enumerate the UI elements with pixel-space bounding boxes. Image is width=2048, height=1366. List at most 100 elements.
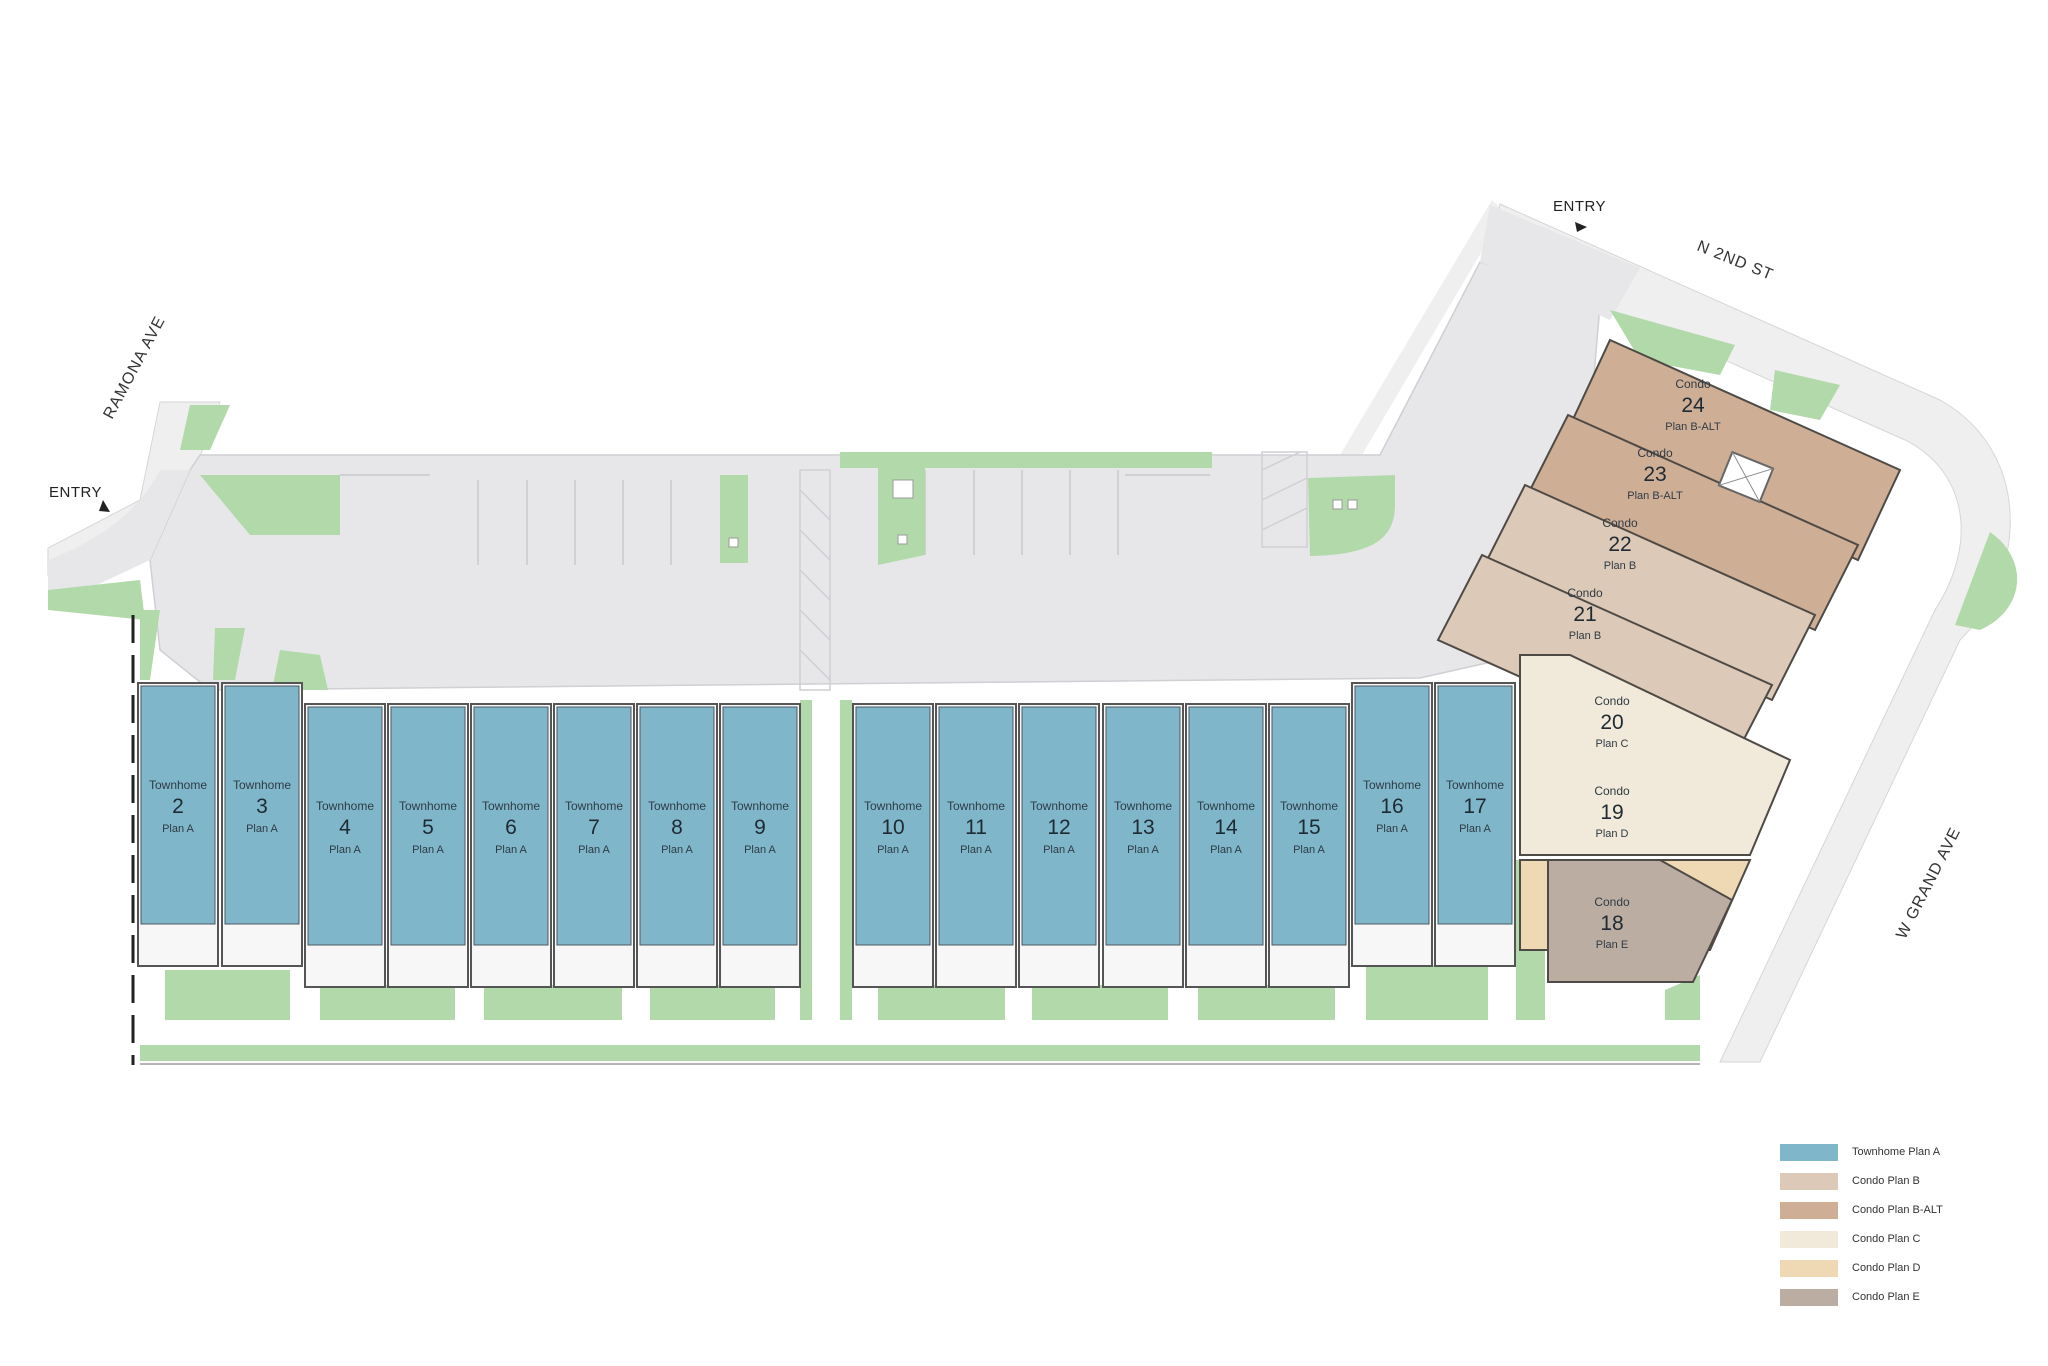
unit-type-label: Condo [1602, 516, 1638, 530]
unit-number: 14 [1214, 816, 1238, 839]
unit-type-label: Townhome [864, 799, 922, 813]
legend-label: Townhome Plan A [1852, 1146, 1941, 1158]
unit-plan-label: Plan A [1459, 823, 1491, 835]
legend: Townhome Plan A Condo Plan B Condo Plan B-… [1780, 1142, 2010, 1316]
legend-swatch [1780, 1259, 1838, 1277]
sidewalk [1340, 200, 1505, 465]
unit-plan-label: Plan A [412, 844, 444, 856]
unit-type-label: Townhome [149, 778, 207, 792]
unit-number: 2 [172, 795, 184, 818]
unit-type-label: Townhome [565, 799, 623, 813]
street-w-grand-ave: W GRAND AVE [1893, 825, 1964, 942]
legend-item: Townhome Plan A [1780, 1142, 2010, 1162]
entry-label-west: ENTRY [49, 484, 102, 501]
unit-plan-label: Plan A [1210, 844, 1242, 856]
unit-type-label: Townhome [1280, 799, 1338, 813]
unit-type-label: Townhome [316, 799, 374, 813]
unit-plan-label: Plan A [1043, 844, 1075, 856]
legend-label: Condo Plan E [1852, 1291, 1920, 1303]
unit-number: 15 [1297, 816, 1320, 839]
unit-number: 5 [422, 816, 434, 839]
unit-type-label: Condo [1594, 895, 1630, 909]
unit-number: 17 [1463, 795, 1486, 818]
unit-number: 3 [256, 795, 268, 818]
unit-number: 21 [1573, 603, 1596, 626]
unit-type-label: Townhome [1197, 799, 1255, 813]
unit-plan-label: Plan A [960, 844, 992, 856]
legend-swatch [1780, 1172, 1838, 1190]
unit-footprint [140, 685, 216, 925]
legend-item: Condo Plan B-ALT [1780, 1200, 2010, 1220]
unit-footprint [556, 706, 632, 946]
unit-footprint [1437, 685, 1513, 925]
legend-item: Condo Plan D [1780, 1258, 2010, 1278]
unit-plan-label: Plan A [1293, 844, 1325, 856]
unit-plan-label: Plan A [661, 844, 693, 856]
entry-label-north: ENTRY [1553, 198, 1606, 215]
unit-plan-label: Plan A [578, 844, 610, 856]
unit-footprint [1271, 706, 1347, 946]
unit-footprint [390, 706, 466, 946]
unit-type-label: Townhome [1363, 778, 1421, 792]
sidewalk-east [1489, 203, 2011, 1063]
unit-type-label: Townhome [1114, 799, 1172, 813]
unit-plan-label: Plan A [495, 844, 527, 856]
unit-plan-label: Plan A [162, 823, 194, 835]
unit-type-label: Condo [1594, 784, 1630, 798]
unit-number: 22 [1608, 533, 1631, 556]
legend-item: Condo Plan C [1780, 1229, 2010, 1249]
unit-footprint [1480, 483, 1817, 702]
unit-type-label: Townhome [648, 799, 706, 813]
unit-plan-label: Plan B-ALT [1665, 421, 1721, 433]
unit-type-label: Townhome [947, 799, 1005, 813]
legend-label: Condo Plan D [1852, 1262, 1921, 1274]
unit-type-label: Condo [1637, 446, 1673, 460]
unit-plan-label: Plan E [1596, 939, 1628, 951]
unit-type-label: Condo [1675, 377, 1711, 391]
unit-type-label: Townhome [233, 778, 291, 792]
legend-item: Condo Plan B [1780, 1171, 2010, 1191]
unit-footprint [1021, 706, 1097, 946]
unit-number: 18 [1600, 912, 1623, 935]
unit-plan-label: Plan D [1595, 828, 1628, 840]
unit-footprint [1354, 685, 1430, 925]
legend-item: Condo Plan E [1780, 1287, 2010, 1307]
unit-number: 11 [965, 816, 987, 839]
entry-arrow-north-icon [1575, 222, 1587, 232]
unit-footprint [1566, 338, 1902, 562]
unit-footprint [1519, 654, 1792, 856]
unit-number: 20 [1600, 711, 1623, 734]
street-ramona-ave: RAMONA AVE [101, 313, 169, 421]
unit-footprint [855, 706, 931, 946]
unit-plan-label: Plan A [1127, 844, 1159, 856]
entry-arrow-west-icon [99, 500, 110, 512]
legend-swatch [1780, 1288, 1838, 1306]
unit-footprint [639, 706, 715, 946]
unit-plan-label: Plan A [877, 844, 909, 856]
unit-footprint [722, 706, 798, 946]
utilities [728, 479, 1358, 548]
